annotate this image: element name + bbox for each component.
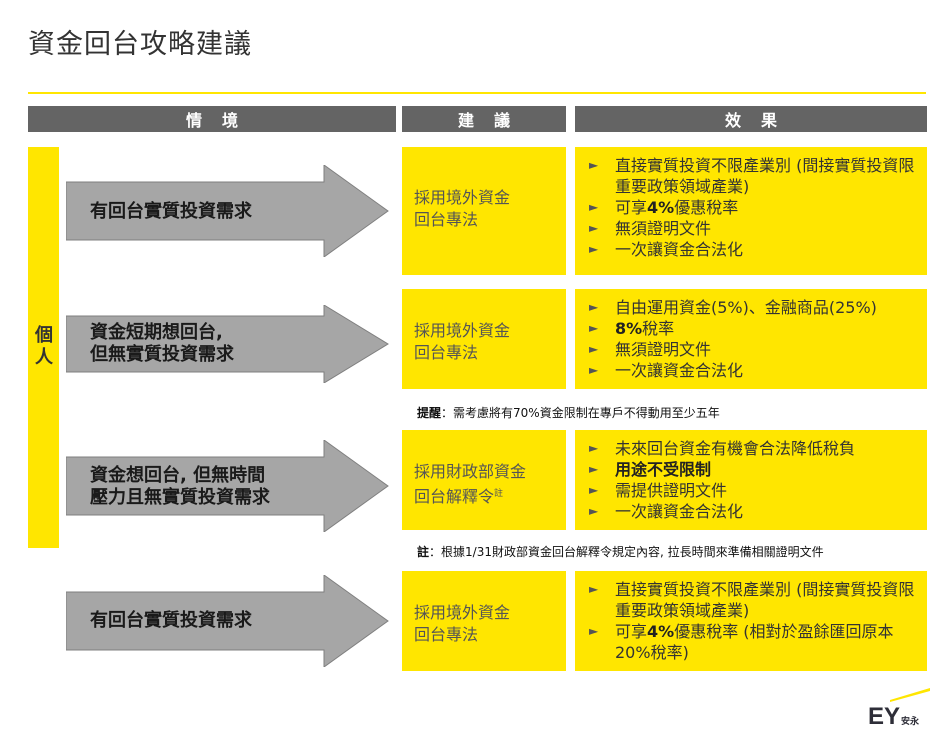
footnote-note: 註：根據1/31財政部資金回台解釋令規定內容, 拉長時間來準備相關證明文件 — [417, 545, 824, 559]
situation-arrow-3 — [66, 440, 389, 532]
suggestion-box-2: 採用境外資金 回台專法 — [402, 289, 566, 389]
effect-item: ► 無須證明文件 — [589, 218, 919, 239]
effect-item: ► 一次讓資金合法化 — [589, 501, 919, 522]
ey-logo: EY 安永 — [868, 688, 930, 728]
effect-item: ► 未來回台資金有機會合法降低稅負 — [589, 438, 919, 459]
individual-label: 個人 — [35, 325, 53, 368]
header-situation: 情境 — [28, 106, 396, 132]
situation-arrow-1 — [66, 165, 389, 257]
page-title: 資金回台攻略建議 — [28, 29, 252, 60]
header-suggestion: 建議 — [402, 106, 566, 132]
effect-text: 8%稅率 — [615, 319, 675, 338]
effect-item: ► 一次讓資金合法化 — [589, 360, 919, 381]
situation-text-4: 有回台實質投資需求 — [90, 610, 252, 631]
effect-item: ► 自由運用資金(5%)、金融商品(25%) — [589, 297, 919, 318]
situation-arrow-4 — [66, 575, 389, 667]
bullet-icon: ► — [589, 242, 599, 256]
effect-item: ► 一次讓資金合法化 — [589, 239, 919, 260]
situation-arrow-2 — [66, 305, 389, 383]
individual-side-bar — [28, 147, 59, 548]
bullet-icon: ► — [589, 158, 599, 172]
bullet-icon: ► — [589, 462, 599, 476]
effect-text: 需提供證明文件 — [615, 481, 728, 500]
suggestion-box-3: 採用財政部資金 回台解釋令註 — [402, 430, 566, 530]
bullet-icon: ► — [589, 342, 599, 356]
situation-text-2: 資金短期想回台, 但無實質投資需求 — [90, 322, 234, 365]
effect-box-1: ► 直接實質投資不限產業別 (間接實質投資限重要政策領域產業) ► 可享4%優惠稅率… — [575, 147, 927, 275]
bullet-icon: ► — [589, 300, 599, 314]
effect-box-2: ► 自由運用資金(5%)、金融商品(25%) ► 8%稅率 ► 無須證明文件 ► 一次讓… — [575, 289, 927, 389]
suggestion-line: 回台解釋令註 — [414, 487, 504, 506]
bullet-icon: ► — [589, 321, 599, 335]
effect-text: 一次讓資金合法化 — [615, 502, 744, 521]
header-effect: 效果 — [575, 106, 927, 132]
effect-text: 用途不受限制 — [615, 460, 712, 479]
effect-box-3: ► 未來回台資金有機會合法降低稅負 ► 用途不受限制 ► 需提供證明文件 ► 一次讓資金… — [575, 430, 927, 530]
effect-text: 一次讓資金合法化 — [615, 240, 744, 259]
suggestion-line: 採用財政部資金 — [414, 462, 527, 481]
suggestion-line: 回台專法 — [414, 625, 479, 644]
suggestion-line: 回台專法 — [414, 210, 479, 229]
bullet-icon: ► — [589, 441, 599, 455]
effect-item: ► 無須證明文件 — [589, 339, 919, 360]
reminder-note: 提醒：需考慮將有70%資金限制在專戶不得動用至少五年 — [417, 406, 720, 420]
effect-item: ► 可享4%優惠稅率 (相對於盈餘匯回原本20%稅率) — [589, 621, 919, 663]
effect-item: ► 8%稅率 — [589, 318, 919, 339]
effect-text: 無須證明文件 — [615, 340, 712, 359]
effect-item: ► 用途不受限制 — [589, 459, 919, 480]
effect-text: 直接實質投資不限產業別 (間接實質投資限重要政策領域產業) — [615, 156, 915, 196]
logo-suffix: 安永 — [901, 715, 920, 727]
bullet-icon: ► — [589, 221, 599, 235]
footnote-marker: 註 — [494, 489, 504, 499]
effect-text: 可享4%優惠稅率 (相對於盈餘匯回原本20%稅率) — [615, 622, 894, 662]
suggestion-line: 採用境外資金 — [414, 188, 511, 207]
suggestion-line: 採用境外資金 — [414, 321, 511, 340]
logo-beam-icon — [890, 688, 930, 702]
effect-item: ► 需提供證明文件 — [589, 480, 919, 501]
suggestion-box-4: 採用境外資金 回台專法 — [402, 571, 566, 671]
effect-box-4: ► 直接實質投資不限產業別 (間接實質投資限重要政策領域產業) ► 可享4%優惠稅率… — [575, 571, 927, 671]
suggestion-line: 採用境外資金 — [414, 603, 511, 622]
bullet-icon: ► — [589, 363, 599, 377]
suggestion-line: 回台專法 — [414, 343, 479, 362]
effect-text: 一次讓資金合法化 — [615, 361, 744, 380]
effect-text: 可享4%優惠稅率 — [615, 198, 739, 217]
effect-text: 自由運用資金(5%)、金融商品(25%) — [615, 298, 877, 317]
bullet-icon: ► — [589, 582, 599, 596]
effect-text: 未來回台資金有機會合法降低稅負 — [615, 439, 856, 458]
situation-text-1: 有回台實質投資需求 — [90, 201, 252, 222]
effect-item: ► 直接實質投資不限產業別 (間接實質投資限重要政策領域產業) — [589, 155, 919, 197]
effect-text: 無須證明文件 — [615, 219, 712, 238]
bullet-icon: ► — [589, 624, 599, 638]
suggestion-box-1: 採用境外資金 回台專法 — [402, 147, 566, 275]
logo-mark: EY — [868, 703, 900, 728]
title-underline — [28, 92, 926, 94]
bullet-icon: ► — [589, 483, 599, 497]
bullet-icon: ► — [589, 200, 599, 214]
effect-text: 直接實質投資不限產業別 (間接實質投資限重要政策領域產業) — [615, 580, 915, 620]
bullet-icon: ► — [589, 504, 599, 518]
effect-item: ► 可享4%優惠稅率 — [589, 197, 919, 218]
situation-text-3: 資金想回台, 但無時間 壓力且無實質投資需求 — [90, 465, 270, 508]
effect-item: ► 直接實質投資不限產業別 (間接實質投資限重要政策領域產業) — [589, 579, 919, 621]
